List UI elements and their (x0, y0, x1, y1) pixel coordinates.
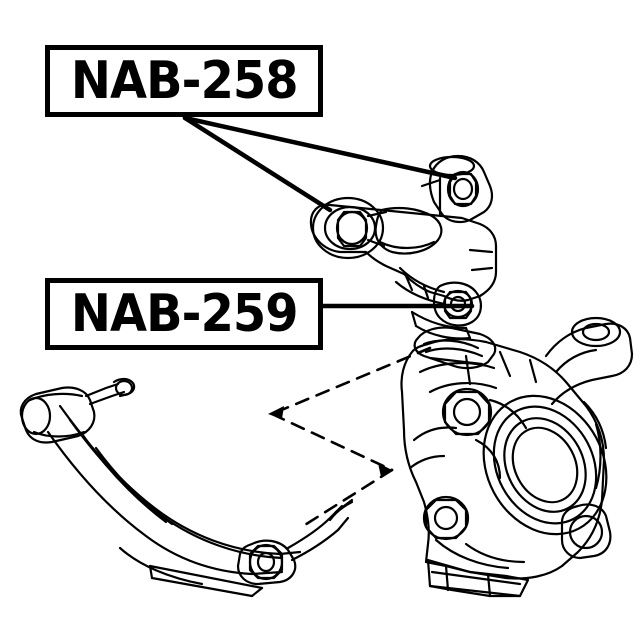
leader-line-nab-258 (182, 115, 458, 213)
phantom-arrow-icon (268, 406, 392, 477)
phantom-line (270, 346, 432, 530)
callout-inner-258: NAB-258 (50, 50, 318, 112)
lower-control-arm (19, 377, 354, 598)
steering-knuckle (400, 316, 634, 598)
callout-label-nab-259: NAB-259 (70, 284, 299, 344)
callout-label-nab-258: NAB-258 (70, 51, 299, 111)
callout-box-nab-259: NAB-259 (45, 278, 323, 350)
upper-control-arm (309, 154, 498, 340)
callout-box-nab-258: NAB-258 (45, 45, 323, 117)
callout-inner-259: NAB-259 (50, 283, 318, 345)
